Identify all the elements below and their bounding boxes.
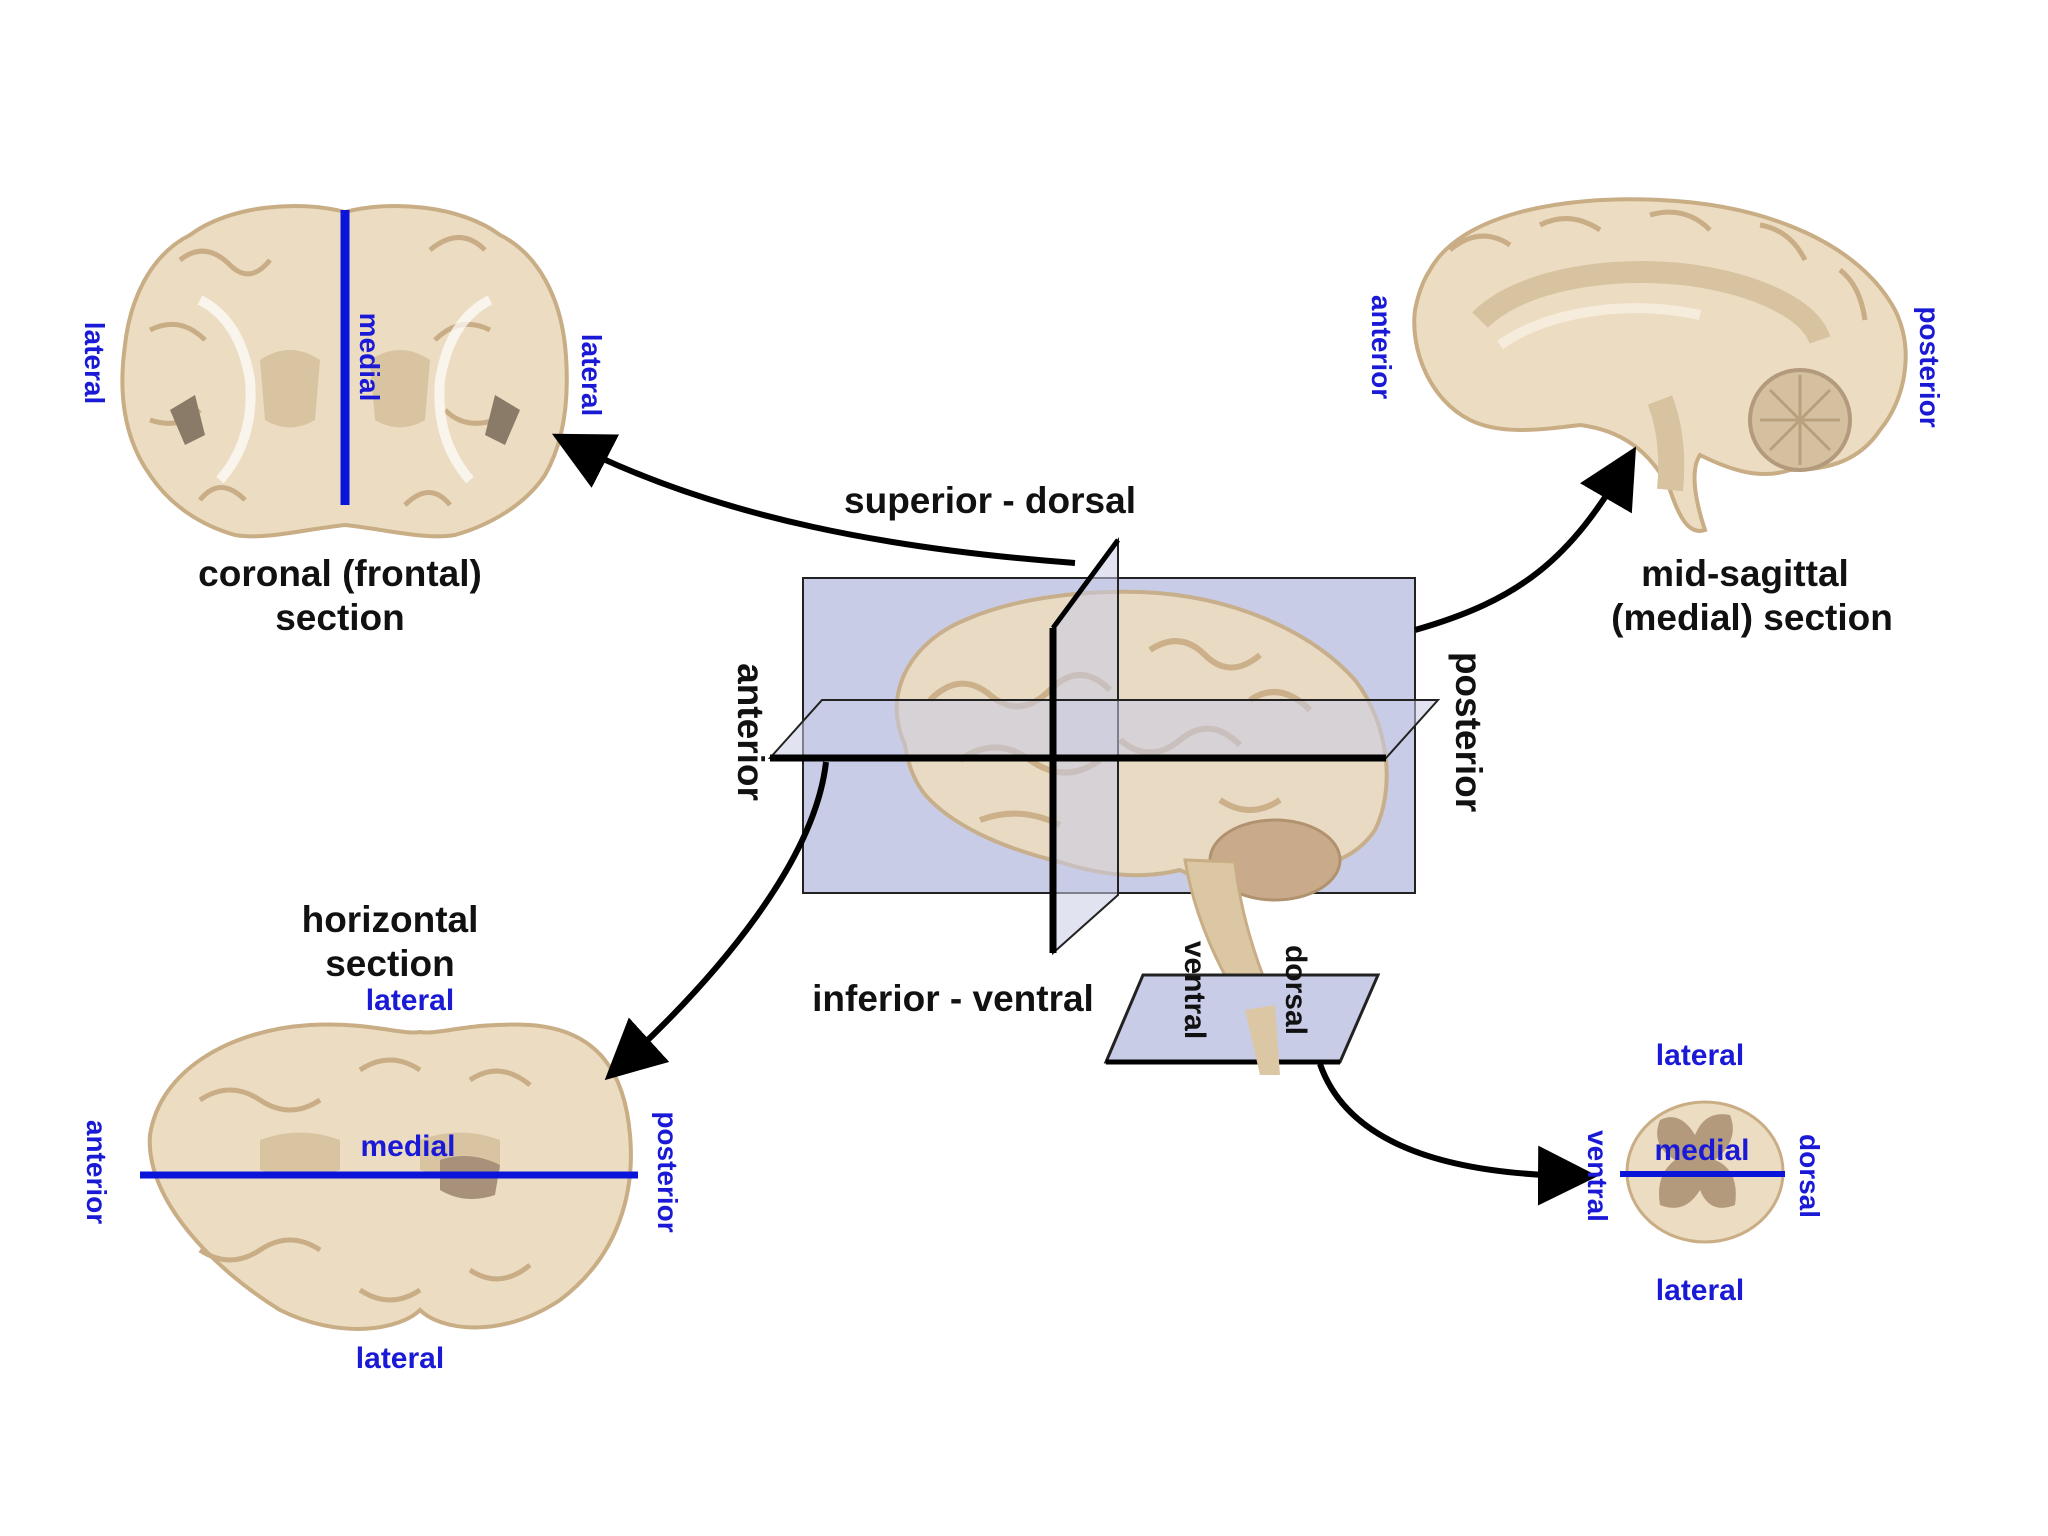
sagittal-anterior: anterior	[1366, 295, 1397, 399]
arrows	[551, 433, 1637, 1206]
sagittal-title-1: mid-sagittal	[1641, 553, 1849, 594]
inferior-label: inferior - ventral	[812, 978, 1094, 1019]
arrow-to-sagittal	[1414, 446, 1637, 633]
sagittal-title-2: (medial) section	[1611, 597, 1893, 638]
spinal-dorsal-label: dorsal	[1279, 945, 1312, 1035]
spinal-dorsal: dorsal	[1794, 1134, 1825, 1218]
arrow-to-spinal	[1317, 1063, 1598, 1206]
spinal-medial: medial	[1654, 1134, 1749, 1167]
coronal-title-1: coronal (frontal)	[198, 553, 482, 594]
horizontal-section-illustration	[140, 1022, 638, 1331]
horizontal-anterior: anterior	[81, 1120, 112, 1224]
sagittal-posterior: posterior	[1914, 306, 1945, 427]
sagittal-section-illustration	[1412, 197, 1908, 533]
central-brain-planes	[767, 536, 1441, 1075]
coronal-section-illustration	[120, 203, 569, 539]
spinal-bottom-lateral: lateral	[1656, 1274, 1744, 1307]
arrow-to-coronal	[551, 433, 1076, 566]
center-anterior-label: anterior	[730, 663, 771, 801]
coronal-title-2: section	[275, 597, 405, 638]
horizontal-posterior: posterior	[652, 1111, 683, 1232]
coronal-left-lateral: lateral	[79, 322, 110, 405]
horizontal-title-1: horizontal	[302, 899, 479, 940]
spinal-plane	[1103, 973, 1381, 1064]
spinal-ventral-label: ventral	[1178, 941, 1211, 1039]
spinal-top-lateral: lateral	[1656, 1039, 1744, 1072]
center-posterior-label: posterior	[1448, 652, 1489, 812]
horizontal-plane	[767, 699, 1441, 759]
coronal-right-lateral: lateral	[576, 334, 607, 417]
spinal-ventral: ventral	[1582, 1130, 1613, 1222]
arrow-to-horizontal	[604, 761, 829, 1081]
horizontal-medial: medial	[360, 1130, 455, 1163]
horizontal-title-2: section	[325, 943, 455, 984]
superior-label: superior - dorsal	[844, 480, 1136, 521]
coronal-medial: medial	[354, 313, 385, 402]
horizontal-bottom-lateral: lateral	[356, 1342, 444, 1375]
horizontal-top-lateral: lateral	[366, 984, 454, 1017]
spinal-cord-illustration	[1620, 1100, 1785, 1244]
